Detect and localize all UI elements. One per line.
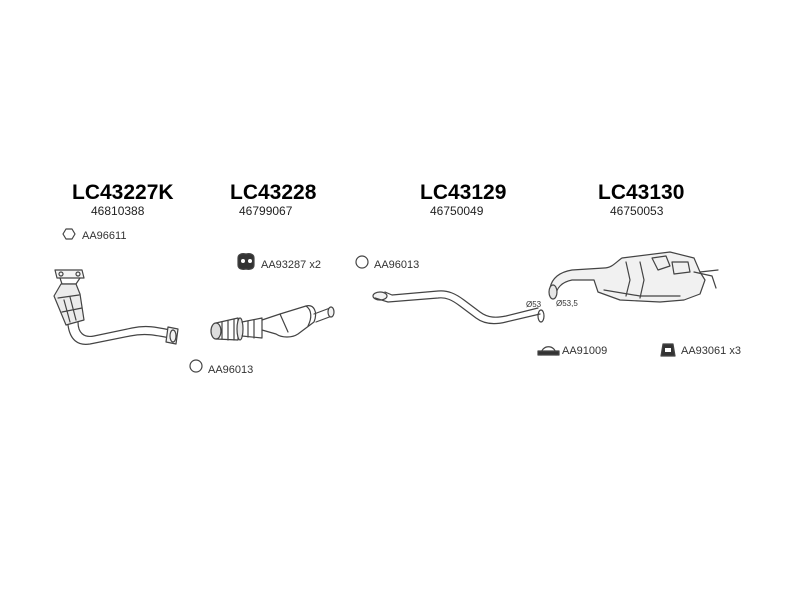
section-oem-rear-silencer: 46750053 — [610, 204, 664, 218]
dimension-label-d53: Ø53 — [526, 300, 542, 309]
part-label-aa96013-front: AA96013 — [208, 364, 254, 376]
front-pipe-part — [210, 305, 335, 341]
section-code-rear-silencer: LC43130 — [598, 181, 685, 204]
middle-pipe-part — [372, 290, 545, 325]
section-code-front-pipe: LC43228 — [230, 181, 317, 204]
hanger-icon — [660, 343, 676, 357]
rubber-mount-icon — [237, 253, 255, 270]
ring-icon-front — [189, 359, 203, 373]
section-oem-middle-pipe: 46750049 — [430, 204, 484, 218]
clamp-icon — [537, 346, 560, 356]
part-label-aa91009: AA91009 — [562, 345, 608, 357]
rear-silencer-part — [548, 251, 719, 303]
section-code-middle-pipe: LC43129 — [420, 181, 507, 204]
part-label-aa93287: AA93287 x2 — [261, 259, 321, 271]
catalyst-part — [53, 269, 179, 345]
part-label-aa96611: AA96611 — [82, 230, 127, 242]
section-code-catalyst: LC43227K — [72, 181, 174, 204]
section-oem-front-pipe: 46799067 — [239, 204, 293, 218]
section-oem-catalyst: 46810388 — [91, 204, 145, 218]
part-label-aa96013-middle: AA96013 — [374, 259, 420, 271]
nut-icon — [62, 228, 76, 240]
dimension-label-d53-5: Ø53,5 — [556, 299, 578, 308]
part-label-aa93061: AA93061 x3 — [681, 345, 741, 357]
ring-icon-middle — [355, 255, 369, 269]
